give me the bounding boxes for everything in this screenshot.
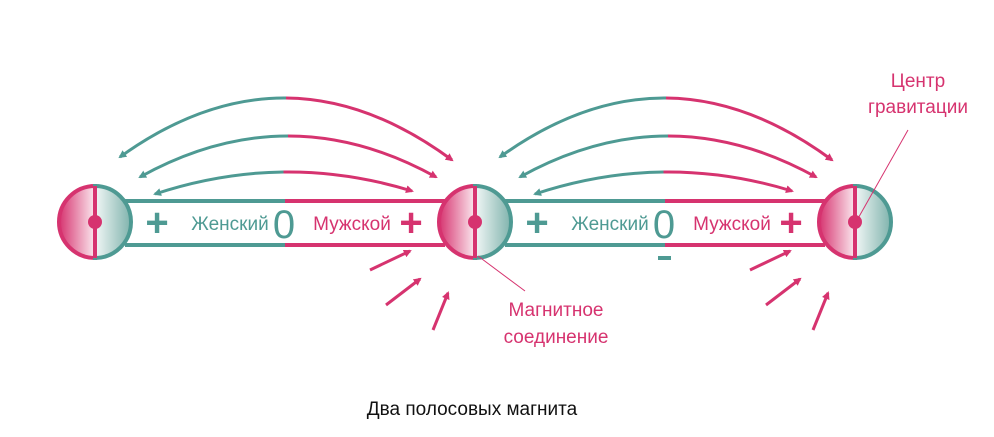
center-of-gravity-label-line2: гравитации — [868, 97, 968, 118]
female-label: Женский — [191, 214, 268, 235]
zero-label: 0 — [653, 203, 675, 247]
plus-sign: + — [145, 201, 168, 245]
field-line-arrow-male — [665, 96, 834, 162]
magnetic-connection-label-line2: соединение — [504, 327, 609, 348]
center-dot — [468, 215, 482, 229]
plus-sign: + — [399, 201, 422, 245]
field-line-arrow-female — [533, 170, 664, 196]
pole-left-half — [57, 183, 97, 261]
diagram-caption: Два полосовых магнита — [367, 399, 578, 420]
field-line-arrow-male — [287, 134, 438, 179]
minus-sign — [658, 256, 671, 260]
field-line-arrow-female — [498, 96, 667, 159]
zero-label: 0 — [273, 203, 295, 247]
female-label: Женский — [571, 214, 648, 235]
field-line-arrow-female — [153, 170, 284, 196]
center-dot — [88, 215, 102, 229]
center-of-gravity-label-line1: Центр — [891, 71, 945, 92]
plus-sign: + — [525, 201, 548, 245]
magnetic-connection-label-line1: Магнитное — [509, 300, 604, 321]
center-dot — [848, 215, 862, 229]
pole-right-half — [473, 183, 513, 261]
field-line-arrow-male — [283, 170, 414, 194]
magnetic-connection-pointer — [477, 255, 526, 292]
field-line-arrow-female — [118, 96, 287, 159]
field-line-arrow-female — [518, 134, 669, 179]
inflow-arrow — [369, 249, 412, 272]
field-line-arrow-male — [667, 134, 818, 179]
magnet-1-labels: + Женский 0 Мужской + — [145, 201, 422, 247]
field-line-arrow-male — [663, 170, 794, 194]
inflow-arrow — [765, 277, 802, 307]
pole-left-half — [817, 183, 857, 261]
magnet-2-labels: + Женский 0 Мужской + — [525, 201, 803, 260]
field-line-arrow-male — [285, 96, 454, 162]
inflow-arrow — [811, 291, 830, 331]
inflow-arrow — [749, 249, 792, 272]
male-label: Мужской — [313, 214, 391, 235]
inflow-arrow — [431, 291, 450, 331]
inflow-arrow — [385, 277, 422, 307]
pole-right-half — [93, 183, 133, 261]
field-line-arrow-female — [138, 134, 289, 179]
plus-sign: + — [779, 201, 802, 245]
pole-right-half — [853, 183, 893, 261]
center-of-gravity-pointer — [855, 129, 909, 223]
male-label: Мужской — [693, 214, 771, 235]
pole-left-half — [437, 183, 477, 261]
